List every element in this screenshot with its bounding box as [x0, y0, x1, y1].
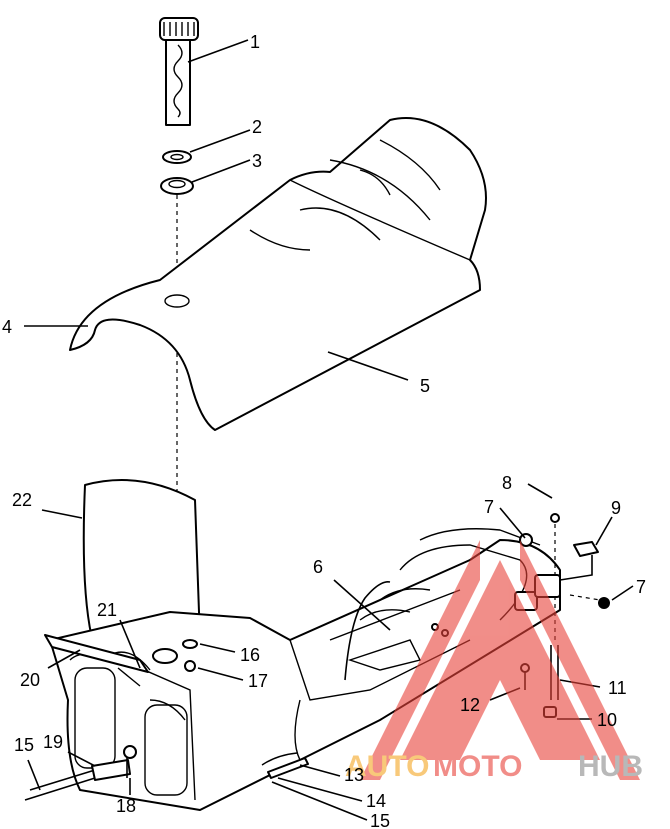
callout-8: 8 [502, 473, 512, 493]
callout-10: 10 [597, 710, 617, 730]
fuel-cap-part [159, 17, 199, 126]
watermark-text-auto: AUTO [345, 750, 429, 783]
callout-14: 14 [366, 791, 386, 811]
callout-18: 18 [116, 796, 136, 816]
watermark-text-moto: MOTO [433, 750, 522, 783]
fuel-tank-part [49, 528, 561, 811]
tank-strap-part [44, 634, 149, 673]
grommet-part [160, 177, 194, 195]
watermark-triangle-icon [360, 540, 600, 780]
callout-22: 22 [12, 490, 32, 510]
callout-7-right: 7 [636, 577, 646, 597]
fuel-line-parts [24, 745, 309, 801]
callout-5: 5 [420, 376, 430, 396]
callout-19: 19 [43, 732, 63, 752]
watermark-text-hub: HUB [578, 750, 643, 783]
callout-9: 9 [611, 498, 621, 518]
seal-washer-part [162, 150, 192, 164]
callout-1: 1 [250, 32, 260, 52]
leader-lines [24, 39, 634, 821]
callout-16: 16 [240, 645, 260, 665]
seat-part [69, 117, 487, 431]
callout-12: 12 [460, 695, 480, 715]
callout-6: 6 [313, 557, 323, 577]
callout-20: 20 [20, 670, 40, 690]
callout-7-upper: 7 [484, 497, 494, 517]
callout-15-left: 15 [14, 735, 34, 755]
callout-4: 4 [2, 317, 12, 337]
watermark-logo: AUTO MOTO HUB [345, 540, 643, 783]
callout-17: 17 [248, 671, 268, 691]
callout-21: 21 [97, 600, 117, 620]
callout-15-bottom: 15 [370, 811, 390, 829]
washer-nut-parts [182, 639, 198, 672]
vent-hose-part [344, 581, 391, 681]
callout-labels: 1 2 3 4 5 6 7 7 8 9 10 11 12 13 14 15 15… [2, 32, 646, 829]
callout-13: 13 [344, 765, 364, 785]
callout-11: 11 [608, 678, 627, 698]
callout-2: 2 [252, 117, 262, 137]
callout-3: 3 [252, 151, 262, 171]
